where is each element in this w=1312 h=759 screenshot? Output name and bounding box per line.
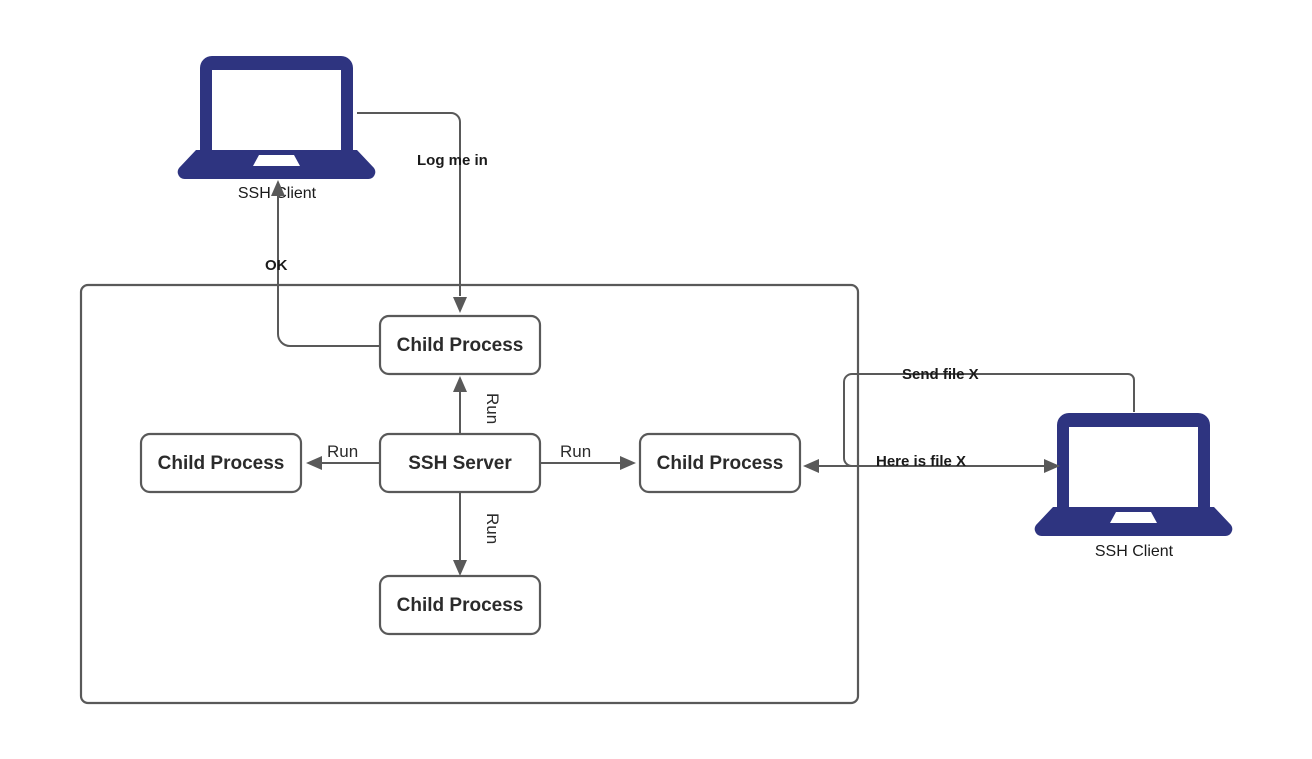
edge-ok-path — [277, 193, 380, 347]
node-ssh-server-box[interactable] — [378, 432, 542, 494]
edge-send-file-x-path — [816, 373, 1135, 467]
edge-ok: OK — [265, 180, 380, 347]
device-ssh-client-top: SSH Client — [177, 56, 376, 202]
device-ssh-client-right: SSH Client — [1034, 413, 1233, 560]
edge-log-me-in-path — [357, 112, 461, 296]
edge-run-up: Run — [453, 376, 502, 435]
edge-log-me-in: Log me in — [357, 112, 488, 313]
node-child-process-right[interactable]: Child Process — [638, 432, 802, 494]
node-ssh-server[interactable]: SSH Server — [378, 432, 542, 494]
edge-log-me-in-arrowhead — [453, 297, 467, 313]
edge-run-down-arrowhead — [453, 560, 467, 576]
laptop-screen-frame-icon — [1057, 413, 1210, 509]
device-caption-client-right: SSH Client — [1095, 543, 1174, 560]
node-child-process-top[interactable]: Child Process — [378, 314, 542, 376]
edge-send-file-x-arrowhead — [803, 459, 819, 473]
edge-run-left-label: Run — [327, 442, 358, 461]
laptop-screen-frame-icon — [200, 56, 353, 152]
node-child-process-top-label: Child Process — [397, 335, 524, 356]
node-child-process-left-box[interactable] — [139, 432, 303, 494]
server-host-container — [79, 283, 860, 705]
node-child-process-bottom[interactable]: Child Process — [378, 574, 542, 636]
node-child-process-bottom-label: Child Process — [397, 595, 524, 616]
edge-run-right: Run — [540, 442, 636, 470]
node-child-process-top-box[interactable] — [378, 314, 542, 376]
edge-log-me-in-label: Log me in — [417, 152, 488, 169]
edge-run-left: Run — [306, 442, 380, 470]
edge-here-is-file-x: Here is file X — [816, 453, 1060, 473]
edge-here-is-file-x-label: Here is file X — [876, 453, 966, 470]
node-child-process-right-label: Child Process — [657, 453, 784, 474]
edge-here-is-file-x-arrowhead — [1044, 459, 1060, 473]
node-child-process-bottom-box[interactable] — [378, 574, 542, 636]
laptop-notch-icon — [253, 155, 300, 166]
edge-run-right-arrowhead — [620, 456, 636, 470]
edge-run-down: Run — [453, 492, 502, 576]
laptop-notch-icon — [1110, 512, 1157, 523]
node-child-process-right-box[interactable] — [638, 432, 802, 494]
edge-ok-arrowhead — [271, 180, 285, 196]
edge-send-file-x-label: Send file X — [902, 366, 979, 383]
node-child-process-left-label: Child Process — [158, 453, 285, 474]
edge-run-right-label: Run — [560, 442, 591, 461]
edge-run-up-arrowhead — [453, 376, 467, 392]
edge-run-down-label: Run — [483, 513, 502, 544]
node-child-process-left[interactable]: Child Process — [139, 432, 303, 494]
edge-run-left-arrowhead — [306, 456, 322, 470]
node-ssh-server-label: SSH Server — [408, 453, 512, 474]
edge-run-up-label: Run — [483, 393, 502, 424]
edge-send-file-x: Send file X — [803, 366, 1135, 473]
edge-ok-label: OK — [265, 257, 288, 274]
